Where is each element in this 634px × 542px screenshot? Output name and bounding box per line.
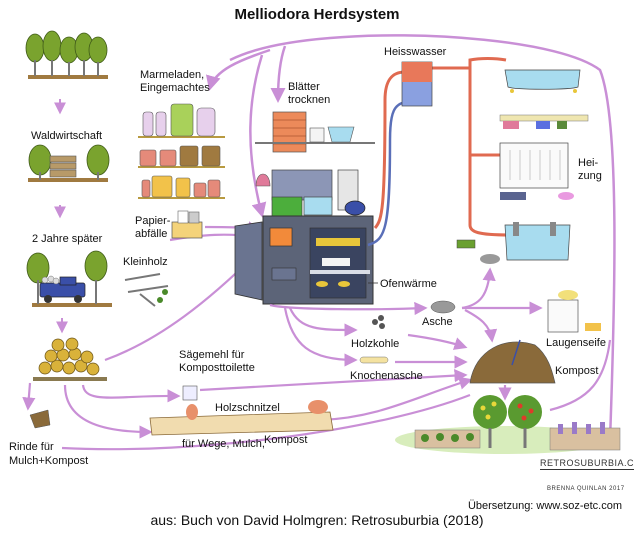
label-charcoal: Holzkohle <box>351 338 400 350</box>
pitchfork-icon <box>511 339 521 366</box>
sponge-icon <box>456 239 476 249</box>
ash-pile-icon <box>430 300 456 314</box>
managed-forest-icon <box>28 144 110 182</box>
compost-toilet-bucket-icon <box>182 385 198 401</box>
label-woodchips: Holzschnitzel <box>215 402 280 414</box>
label-leaves: Blätter <box>288 81 320 93</box>
label-sawdust-1: Sägemehl für <box>179 349 245 361</box>
hot-water-tank-icon <box>401 61 433 107</box>
cold-pipe <box>367 100 406 247</box>
forest-trees-icon <box>25 30 108 79</box>
soap-bucket-icon <box>547 290 601 333</box>
pantry-shelf-icon <box>138 103 225 199</box>
label-paths-mulch: für Wege, Mulch, <box>182 438 265 450</box>
sink-icon <box>504 222 571 261</box>
artist-signature: BRENNA QUINLAN 2017 <box>547 486 625 492</box>
kettle-icon <box>344 200 366 216</box>
label-paths-compost: Kompost <box>264 434 308 446</box>
woodchip-sign-icon <box>149 411 334 436</box>
bark-icon <box>29 409 51 429</box>
label-bark-2: Mulch+Kompost <box>9 455 89 467</box>
label-heating-2: zung <box>578 170 602 182</box>
label-compost: Kompost <box>555 365 599 377</box>
wood-stove-icon <box>234 169 374 305</box>
label-hot-water: Heisswasser <box>384 46 447 58</box>
label-paper-1: Papier- <box>135 215 171 227</box>
outer-loop-arrow <box>206 34 616 441</box>
label-kindling: Kleinholz <box>123 256 168 268</box>
paper-waste-box-icon <box>171 210 203 239</box>
label-jams: Marmeladen, <box>140 69 205 81</box>
brand-label: RETROSUBURBIA.COM <box>540 458 634 470</box>
bone-icon <box>359 356 389 364</box>
chicken-icon <box>308 400 328 414</box>
chicken-icon <box>186 404 198 420</box>
label-bone-ash: Knochenasche <box>350 370 423 382</box>
green-pot-icon <box>271 196 303 218</box>
radiator-icon <box>499 142 574 200</box>
label-drying: trocknen <box>288 94 331 106</box>
drying-drawers-icon <box>272 111 307 153</box>
label-forestry: Waldwirtschaft <box>31 130 103 142</box>
label-sawdust-2: Komposttoilette <box>179 362 255 374</box>
garden-icon <box>395 395 621 454</box>
label-two-years-later: 2 Jahre später <box>32 233 103 245</box>
label-ash: Asche <box>422 316 453 328</box>
log-pile-icon <box>33 337 107 381</box>
diagram-title: Melliodora Herdsystem <box>234 6 400 23</box>
kindling-sticks-icon <box>124 273 169 307</box>
label-oven-heat: Ofenwärme <box>380 278 437 290</box>
label-paper-2: abfälle <box>135 228 168 240</box>
clothes-rack-icon <box>499 114 589 129</box>
label-heating-1: Hei- <box>578 157 599 169</box>
ash-dish-icon <box>480 254 500 264</box>
bathtub-icon <box>504 69 581 93</box>
fire-icon <box>269 227 293 247</box>
soup-bowl-icon <box>327 126 355 143</box>
hot-pipe <box>373 70 406 229</box>
translation-credit: Übersetzung: www.soz-etc.com <box>467 500 622 512</box>
label-bark-1: Rinde für <box>9 441 54 453</box>
tea-towel-icon <box>255 173 271 187</box>
truck-firewood-icon <box>26 250 112 307</box>
source-footer: aus: Buch von David Holmgren: Retrosubur… <box>150 512 484 528</box>
charcoal-icon <box>372 315 385 329</box>
label-lye-soap: Laugenseife <box>546 337 606 349</box>
label-preserves: Eingemachtes <box>140 82 210 94</box>
